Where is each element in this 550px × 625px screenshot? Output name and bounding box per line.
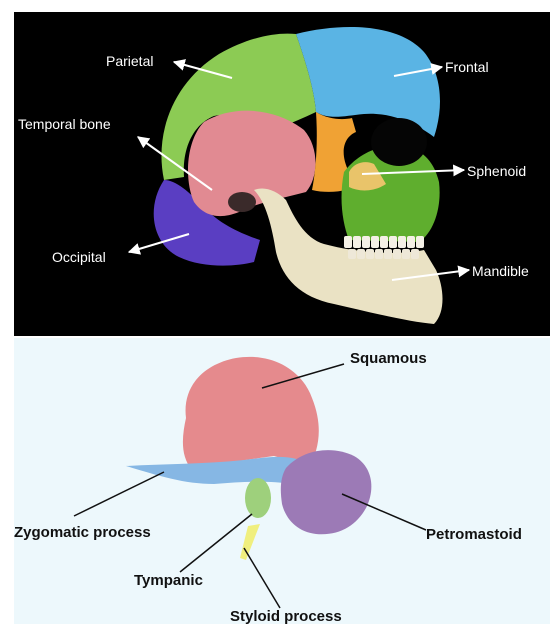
squamous-label: Squamous <box>350 350 427 367</box>
petromastoid-part <box>281 450 372 534</box>
petromastoid-label: Petromastoid <box>426 526 522 543</box>
parietal-label: Parietal <box>106 53 153 69</box>
occipital-label: Occipital <box>52 249 106 265</box>
styloid-leader <box>244 548 280 608</box>
styloid-process-label: Styloid process <box>230 608 342 625</box>
mandible-label: Mandible <box>472 263 529 279</box>
squamous-part <box>183 357 319 470</box>
skull-panel: Parietal Frontal Temporal bone Sphenoid … <box>14 12 550 336</box>
tympanic-part <box>245 478 271 518</box>
tympanic-leader <box>180 514 252 572</box>
zygomatic-process-label: Zygomatic process <box>14 524 151 541</box>
temporal-bone-label: Temporal bone <box>18 116 111 132</box>
temporal-bone-panel: Squamous Zygomatic process Petromastoid … <box>14 338 550 624</box>
styloid-process-part <box>240 524 260 560</box>
ear-opening <box>228 192 256 212</box>
tympanic-label: Tympanic <box>134 572 203 589</box>
orbit <box>371 118 427 166</box>
sphenoid-label: Sphenoid <box>467 163 526 179</box>
temporal-bone-illustration <box>14 338 550 624</box>
zygomatic-leader <box>74 472 164 516</box>
teeth <box>344 236 424 259</box>
frontal-label: Frontal <box>445 59 489 75</box>
